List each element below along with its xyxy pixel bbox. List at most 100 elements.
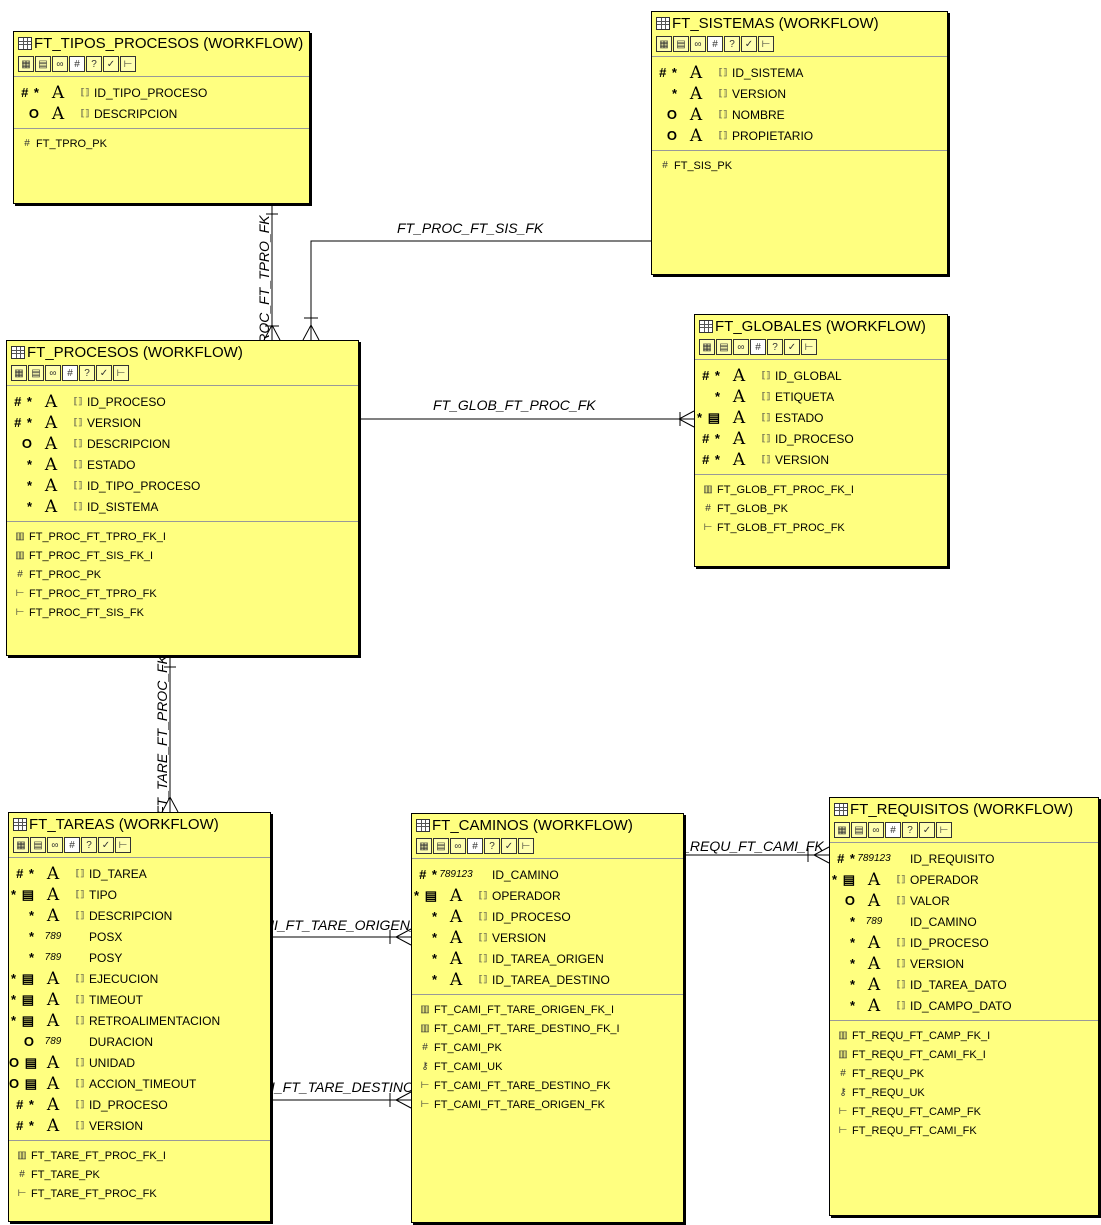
column-row[interactable]: *A⟦⟧VERSION (830, 953, 1098, 974)
pk-icon[interactable]: # (467, 838, 483, 854)
entity-ft-requisitos[interactable]: FT_REQUISITOS (WORKFLOW)▦▤∞#?✓⊢# *789123… (829, 797, 1099, 1216)
uk-icon[interactable]: ? (86, 56, 102, 72)
view-icon[interactable]: ∞ (45, 365, 61, 381)
key-row[interactable]: ⊢FT_CAMI_FT_TARE_ORIGEN_FK (412, 1095, 683, 1114)
column-row[interactable]: O ▤A⟦⟧UNIDAD (9, 1052, 270, 1073)
indexes-icon[interactable]: ▤ (35, 56, 51, 72)
uk-icon[interactable]: ? (767, 339, 783, 355)
column-row[interactable]: # *A⟦⟧ID_GLOBAL (695, 365, 947, 386)
check-icon[interactable]: ✓ (501, 838, 517, 854)
check-icon[interactable]: ✓ (96, 365, 112, 381)
column-row[interactable]: # *A⟦⟧VERSION (9, 1115, 270, 1136)
entity-header[interactable]: FT_REQUISITOS (WORKFLOW) (830, 798, 1098, 820)
indexes-icon[interactable]: ▤ (716, 339, 732, 355)
key-row[interactable]: ▥FT_REQU_FT_CAMP_FK_I (830, 1026, 1098, 1045)
entity-header[interactable]: FT_TIPOS_PROCESOS (WORKFLOW) (14, 32, 309, 54)
view-icon[interactable]: ∞ (450, 838, 466, 854)
entity-ft-sistemas[interactable]: FT_SISTEMAS (WORKFLOW)▦▤∞#?✓⊢# *A⟦⟧ID_SI… (651, 11, 948, 275)
columns-icon[interactable]: ▦ (834, 822, 850, 838)
uk-icon[interactable]: ? (79, 365, 95, 381)
column-row[interactable]: *A⟦⟧ID_PROCESO (412, 906, 683, 927)
key-row[interactable]: ▥FT_REQU_FT_CAMI_FK_I (830, 1045, 1098, 1064)
fk-icon[interactable]: ⊢ (801, 339, 817, 355)
column-row[interactable]: * ▤A⟦⟧ESTADO (695, 407, 947, 428)
fk-icon[interactable]: ⊢ (758, 36, 774, 52)
columns-icon[interactable]: ▦ (416, 838, 432, 854)
column-row[interactable]: # *A⟦⟧VERSION (695, 449, 947, 470)
column-row[interactable]: *A⟦⟧ID_SISTEMA (7, 496, 358, 517)
pk-icon[interactable]: # (750, 339, 766, 355)
key-row[interactable]: ▥FT_CAMI_FT_TARE_ORIGEN_FK_I (412, 1000, 683, 1019)
view-icon[interactable]: ∞ (690, 36, 706, 52)
key-row[interactable]: #FT_SIS_PK (652, 156, 947, 175)
indexes-icon[interactable]: ▤ (30, 837, 46, 853)
pk-icon[interactable]: # (885, 822, 901, 838)
column-row[interactable]: # *A⟦⟧ID_TAREA (9, 863, 270, 884)
check-icon[interactable]: ✓ (103, 56, 119, 72)
fk-icon[interactable]: ⊢ (113, 365, 129, 381)
key-row[interactable]: ⊢FT_REQU_FT_CAMP_FK (830, 1102, 1098, 1121)
column-row[interactable]: # *A⟦⟧ID_SISTEMA (652, 62, 947, 83)
uk-icon[interactable]: ? (81, 837, 97, 853)
entity-ft-tipos-procesos[interactable]: FT_TIPOS_PROCESOS (WORKFLOW)▦▤∞#?✓⊢# *A⟦… (13, 31, 310, 204)
column-row[interactable]: * ▤A⟦⟧OPERADOR (412, 885, 683, 906)
key-row[interactable]: ▥FT_GLOB_FT_PROC_FK_I (695, 480, 947, 499)
key-row[interactable]: #FT_PROC_PK (7, 565, 358, 584)
uk-icon[interactable]: ? (484, 838, 500, 854)
fk-icon[interactable]: ⊢ (120, 56, 136, 72)
columns-icon[interactable]: ▦ (11, 365, 27, 381)
column-row[interactable]: # *A⟦⟧ID_PROCESO (695, 428, 947, 449)
check-icon[interactable]: ✓ (741, 36, 757, 52)
column-row[interactable]: *A⟦⟧VERSION (652, 83, 947, 104)
entity-header[interactable]: FT_TAREAS (WORKFLOW) (9, 813, 270, 835)
fk-icon[interactable]: ⊢ (115, 837, 131, 853)
indexes-icon[interactable]: ▤ (851, 822, 867, 838)
pk-icon[interactable]: # (707, 36, 723, 52)
key-row[interactable]: ▥FT_CAMI_FT_TARE_DESTINO_FK_I (412, 1019, 683, 1038)
indexes-icon[interactable]: ▤ (433, 838, 449, 854)
key-row[interactable]: ▥FT_PROC_FT_SIS_FK_I (7, 546, 358, 565)
column-row[interactable]: *A⟦⟧VERSION (412, 927, 683, 948)
entity-header[interactable]: FT_PROCESOS (WORKFLOW) (7, 341, 358, 363)
view-icon[interactable]: ∞ (733, 339, 749, 355)
key-row[interactable]: ⊢FT_PROC_FT_SIS_FK (7, 603, 358, 622)
entity-ft-tareas[interactable]: FT_TAREAS (WORKFLOW)▦▤∞#?✓⊢# *A⟦⟧ID_TARE… (8, 812, 271, 1222)
column-row[interactable]: *A⟦⟧ID_TAREA_ORIGEN (412, 948, 683, 969)
columns-icon[interactable]: ▦ (656, 36, 672, 52)
key-row[interactable]: ⚷FT_CAMI_UK (412, 1057, 683, 1076)
entity-header[interactable]: FT_CAMINOS (WORKFLOW) (412, 814, 683, 836)
view-icon[interactable]: ∞ (868, 822, 884, 838)
column-row[interactable]: # *A⟦⟧VERSION (7, 412, 358, 433)
key-row[interactable]: #FT_CAMI_PK (412, 1038, 683, 1057)
column-row[interactable]: *A⟦⟧ID_TAREA_DESTINO (412, 969, 683, 990)
column-row[interactable]: *A⟦⟧ID_TAREA_DATO (830, 974, 1098, 995)
pk-icon[interactable]: # (62, 365, 78, 381)
column-row[interactable]: O ▤A⟦⟧ACCION_TIMEOUT (9, 1073, 270, 1094)
columns-icon[interactable]: ▦ (699, 339, 715, 355)
pk-icon[interactable]: # (69, 56, 85, 72)
column-row[interactable]: # *A⟦⟧ID_PROCESO (7, 391, 358, 412)
key-row[interactable]: ⊢FT_GLOB_FT_PROC_FK (695, 518, 947, 537)
indexes-icon[interactable]: ▤ (28, 365, 44, 381)
column-row[interactable]: * ▤A⟦⟧TIPO (9, 884, 270, 905)
columns-icon[interactable]: ▦ (13, 837, 29, 853)
key-row[interactable]: #FT_GLOB_PK (695, 499, 947, 518)
entity-ft-globales[interactable]: FT_GLOBALES (WORKFLOW)▦▤∞#?✓⊢# *A⟦⟧ID_GL… (694, 314, 948, 567)
pk-icon[interactable]: # (64, 837, 80, 853)
entity-header[interactable]: FT_GLOBALES (WORKFLOW) (695, 315, 947, 337)
column-row[interactable]: * ▤A⟦⟧EJECUCION (9, 968, 270, 989)
uk-icon[interactable]: ? (902, 822, 918, 838)
key-row[interactable]: #FT_TPRO_PK (14, 134, 309, 153)
fk-icon[interactable]: ⊢ (936, 822, 952, 838)
column-row[interactable]: *A⟦⟧ESTADO (7, 454, 358, 475)
column-row[interactable]: *A⟦⟧ETIQUETA (695, 386, 947, 407)
key-row[interactable]: ⊢FT_REQU_FT_CAMI_FK (830, 1121, 1098, 1140)
